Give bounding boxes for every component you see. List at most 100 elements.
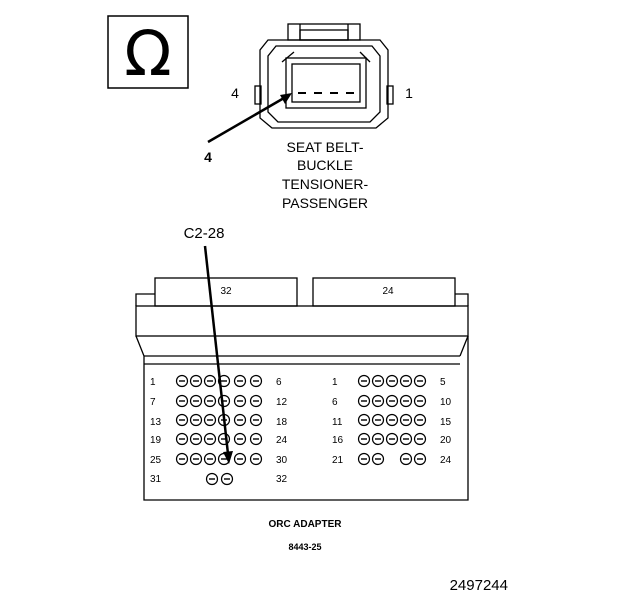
- pin-cavity: [249, 413, 263, 427]
- right-row-end-label: 5: [440, 377, 446, 388]
- pin-cavity: [371, 413, 385, 427]
- right-row-start-label: 6: [332, 397, 338, 408]
- c2-28-callout-arrow: [203, 245, 233, 464]
- pin-cavity: [385, 394, 399, 408]
- pin-cavity: [189, 413, 203, 427]
- connector-name-line-1: SEAT BELT-: [286, 139, 363, 155]
- pin-cavity: [385, 374, 399, 388]
- left-row-end-label: 12: [276, 397, 288, 408]
- right-row-end-label: 20: [440, 435, 452, 446]
- pin-cavity: [385, 413, 399, 427]
- connector-name-line-2: BUCKLE: [297, 157, 353, 173]
- pin-cavity: [217, 374, 231, 388]
- pin-4-label: 4: [231, 85, 239, 101]
- pin-cavity: [357, 432, 371, 446]
- left-row-start-label: 19: [150, 435, 162, 446]
- pin-cavity: [203, 452, 217, 466]
- right-row-end-label: 15: [440, 417, 452, 428]
- pin-cavity: [385, 432, 399, 446]
- pin-cavity: [203, 394, 217, 408]
- pin-cavity: [249, 432, 263, 446]
- pin-cavity: [175, 452, 189, 466]
- orc-adapter-body: [135, 277, 469, 501]
- pin-cavity: [371, 432, 385, 446]
- left-row-end-label: 6: [276, 377, 282, 388]
- left-row-start-label: 31: [150, 474, 162, 485]
- left-row-start-label: 7: [150, 397, 156, 408]
- pin-cavity: [189, 432, 203, 446]
- pin-cavity: [217, 432, 231, 446]
- part-number: 8443-25: [288, 542, 321, 552]
- right-row-end-label: 10: [440, 397, 452, 408]
- right-block-labels: 1 6 11 16 21 5 10 15 20 24: [332, 377, 452, 466]
- pin-cavity: [249, 452, 263, 466]
- left-block-header: 32: [220, 286, 232, 297]
- left-row-end-label: 32: [276, 474, 288, 485]
- pin-cavity: [217, 413, 231, 427]
- pin-cavity: [233, 394, 247, 408]
- pin-cavity: [413, 452, 427, 466]
- pin-cavity: [357, 374, 371, 388]
- left-row-end-label: 18: [276, 417, 288, 428]
- right-block-header: 24: [382, 286, 394, 297]
- pin-cavity: [233, 413, 247, 427]
- pin-cavity: [189, 452, 203, 466]
- pin-cavity: [371, 374, 385, 388]
- pin-cavity: [399, 413, 413, 427]
- pin-cavity: [413, 374, 427, 388]
- figure-number: 2497244: [450, 577, 508, 594]
- pin-4-callout-label: 4: [204, 149, 212, 165]
- right-row-start-label: 21: [332, 455, 344, 466]
- pin-cavity: [413, 432, 427, 446]
- pin-1-label: 1: [405, 85, 413, 101]
- pin-cavity: [233, 374, 247, 388]
- right-row-start-label: 1: [332, 377, 338, 388]
- left-row-end-label: 24: [276, 435, 288, 446]
- pin-cavity: [217, 452, 231, 466]
- pin-cavity: [220, 472, 234, 486]
- pin-cavity: [249, 374, 263, 388]
- pin-cavity: [203, 374, 217, 388]
- pin-cavity: [203, 432, 217, 446]
- pin-cavity: [357, 413, 371, 427]
- adapter-caption: ORC ADAPTER: [269, 519, 343, 530]
- ohm-icon: Ω: [124, 17, 171, 90]
- c2-28-callout-label: C2-28: [184, 225, 225, 242]
- pin-cavity: [399, 374, 413, 388]
- pin-cavity: [233, 452, 247, 466]
- pin-cavity: [357, 394, 371, 408]
- tensioner-connector: [254, 23, 394, 129]
- pin-cavity: [357, 452, 371, 466]
- pin-cavity: [399, 432, 413, 446]
- connector-name: SEAT BELT- BUCKLE TENSIONER- PASSENGER: [282, 139, 369, 211]
- pin-cavity: [413, 394, 427, 408]
- pin-cavity: [175, 432, 189, 446]
- ohm-symbol: Ω: [107, 15, 189, 90]
- pin-cavity: [217, 394, 231, 408]
- connector-name-line-3: TENSIONER-: [282, 176, 369, 192]
- pin-cavity: [371, 452, 385, 466]
- left-row-start-label: 1: [150, 377, 156, 388]
- left-row-start-label: 13: [150, 417, 162, 428]
- pin-cavity: [371, 394, 385, 408]
- pin-cavity: [175, 394, 189, 408]
- pin-cavity: [189, 394, 203, 408]
- pin-cavity: [175, 374, 189, 388]
- pin-cavity: [205, 472, 219, 486]
- pin-cavity: [233, 432, 247, 446]
- left-block-labels: 1 7 13 19 25 31 6 12 18 24 30 32: [150, 377, 288, 485]
- pin-cavity: [203, 413, 217, 427]
- pin-cavity: [399, 452, 413, 466]
- connector-name-line-4: PASSENGER: [282, 195, 368, 211]
- pin-cavity: [189, 374, 203, 388]
- pin-cavity: [175, 413, 189, 427]
- pin-4-callout-arrow: [207, 93, 292, 144]
- left-row-start-label: 25: [150, 455, 162, 466]
- right-row-start-label: 16: [332, 435, 344, 446]
- pin-cavity: [413, 413, 427, 427]
- pin-cavity: [249, 394, 263, 408]
- adapter-pin-cavities: [175, 374, 427, 486]
- pin-cavity: [399, 394, 413, 408]
- right-row-end-label: 24: [440, 455, 452, 466]
